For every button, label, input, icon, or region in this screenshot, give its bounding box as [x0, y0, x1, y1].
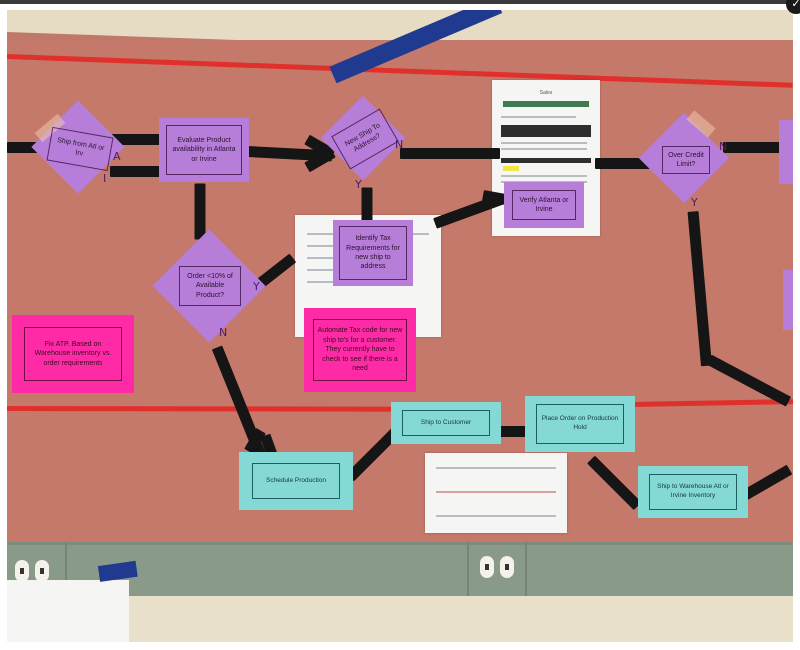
- process-map-printout: [425, 453, 567, 533]
- identify-tax-label: Identify Tax Requirements for new ship t…: [339, 226, 407, 280]
- connector: [595, 158, 650, 169]
- ship-to-warehouse-note: Ship to Warehouse Atl or Irvine Inventor…: [638, 466, 748, 518]
- connector: [110, 166, 172, 177]
- sales-form-title: Sales: [539, 90, 553, 96]
- sales-form-header-bar: [502, 101, 590, 107]
- automate-tax-label: Automate Tax code for new ship to's for …: [313, 319, 407, 381]
- connector: [400, 148, 500, 159]
- connector: [194, 183, 206, 240]
- photo-frame: Sales Sh: [7, 10, 793, 642]
- connector: [723, 142, 793, 153]
- doc-line: [436, 515, 556, 517]
- mark-y: Y: [253, 280, 260, 293]
- ship-to-customer-label: Ship to Customer: [402, 410, 490, 436]
- rail-seam: [467, 542, 469, 622]
- power-outlet: [500, 556, 514, 578]
- over-credit-note: Over Credit Limit?: [662, 146, 710, 174]
- mark-n: N: [219, 326, 228, 339]
- mark-n: N: [395, 138, 404, 151]
- place-order-hold-label: Place Order on Production Hold: [536, 404, 624, 444]
- fix-atp-note: Fix ATP. Based on Warehouse inventory vs…: [12, 315, 134, 393]
- form-line: [500, 116, 577, 118]
- form-table-header: [500, 125, 592, 137]
- power-outlet: [480, 556, 494, 578]
- connector: [494, 426, 536, 437]
- fix-atp-label: Fix ATP. Based on Warehouse inventory vs…: [24, 327, 122, 381]
- doc-line: [436, 491, 556, 493]
- schedule-production-label: Schedule Production: [252, 463, 340, 499]
- place-order-hold-note: Place Order on Production Hold: [525, 396, 635, 452]
- evaluate-availability-note: Evaluate Product availability in Atlanta…: [159, 118, 249, 182]
- evaluate-availability-label: Evaluate Product availability in Atlanta…: [166, 125, 242, 175]
- check-icon[interactable]: ✓: [786, 0, 800, 14]
- form-line: [500, 175, 588, 177]
- form-line: [500, 148, 588, 150]
- red-lane-line-bottom: [7, 406, 408, 412]
- over-credit-label: Over Credit Limit?: [662, 146, 710, 174]
- mark-i: I: [103, 172, 107, 185]
- mark-a: A: [113, 150, 121, 163]
- automate-tax-note: Automate Tax code for new ship to's for …: [304, 308, 416, 392]
- top-border: [0, 0, 800, 4]
- rail-seam: [525, 542, 527, 622]
- doc-line: [436, 467, 556, 469]
- connector: [110, 134, 172, 145]
- identify-tax-note: Identify Tax Requirements for new ship t…: [333, 220, 413, 286]
- mark-y: Y: [355, 178, 362, 191]
- form-line: [500, 142, 588, 144]
- order-under-10-note: Order <10% of Available Product?: [179, 266, 241, 306]
- power-outlet: [15, 560, 29, 582]
- ship-to-warehouse-label: Ship to Warehouse Atl or Irvine Inventor…: [649, 474, 737, 510]
- form-highlight-cell: [502, 166, 519, 171]
- mark-y: Y: [691, 196, 698, 209]
- verify-atlanta-irvine-note: Verify Atlanta or Irvine: [504, 182, 584, 228]
- ship-to-customer-note: Ship to Customer: [391, 402, 501, 444]
- connector: [7, 142, 45, 153]
- schedule-production-note: Schedule Production: [239, 452, 353, 510]
- form-table-header: [500, 158, 592, 163]
- bottom-left-sheet: [7, 580, 129, 642]
- partial-note-right: [779, 120, 793, 184]
- power-outlet: [35, 560, 49, 582]
- wall-lower: [7, 596, 793, 642]
- order-under-10-label: Order <10% of Available Product?: [179, 266, 241, 306]
- mark-n: N: [719, 140, 728, 153]
- verify-atlanta-irvine-label: Verify Atlanta or Irvine: [512, 190, 576, 220]
- partial-note-right-2: [783, 270, 793, 330]
